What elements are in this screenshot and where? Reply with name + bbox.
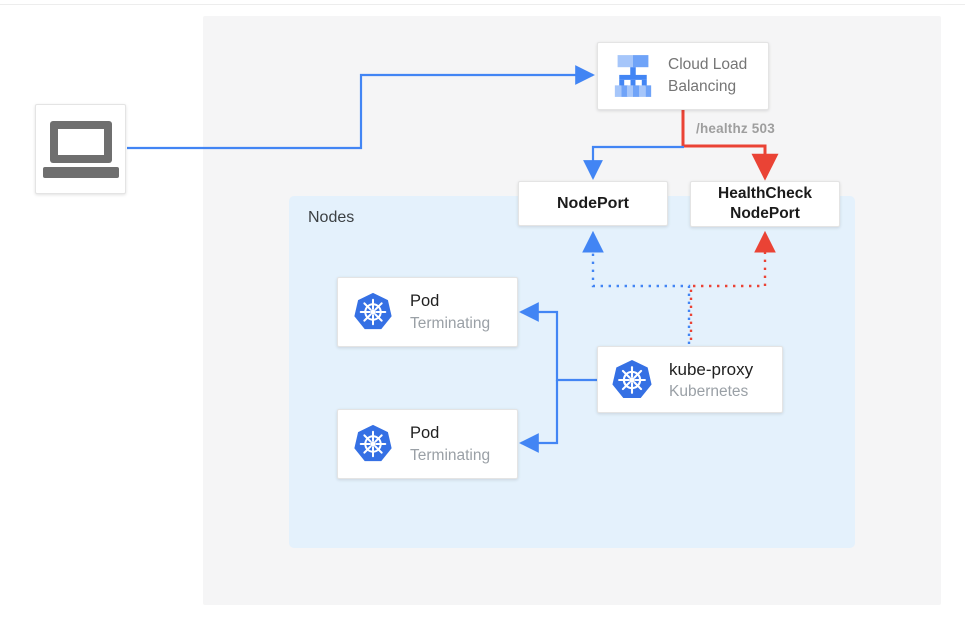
- nodeport-label: NodePort: [557, 194, 629, 212]
- pod-terminating-box-2: Pod Terminating: [337, 409, 518, 479]
- healthcheck-nodeport-label: HealthCheck NodePort: [718, 185, 812, 222]
- load-balancer-icon: [614, 55, 652, 97]
- kubernetes-icon: [354, 424, 392, 462]
- kube-proxy-box: kube-proxy Kubernetes: [597, 346, 783, 413]
- healthcheck-nodeport-box: HealthCheck NodePort: [690, 181, 840, 227]
- nodes-label: Nodes: [308, 209, 355, 226]
- top-hairline: [0, 4, 965, 5]
- pod-terminating-box-1: Pod Terminating: [337, 277, 518, 347]
- cloud-load-balancing-box: Cloud Load Balancing: [597, 42, 769, 110]
- kubernetes-icon: [354, 292, 392, 330]
- pod-labels: Pod Terminating: [410, 424, 491, 464]
- healthz-503-label: /healthz 503: [696, 121, 775, 136]
- nodeport-box: NodePort: [518, 181, 668, 226]
- kube-proxy-labels: kube-proxy Kubernetes: [669, 359, 754, 400]
- client-box: [35, 104, 126, 194]
- laptop-icon: [42, 120, 119, 178]
- kubernetes-icon: [612, 359, 652, 398]
- cloud-load-balancing-label: Cloud Load Balancing: [668, 56, 748, 95]
- pod-labels: Pod Terminating: [410, 292, 491, 332]
